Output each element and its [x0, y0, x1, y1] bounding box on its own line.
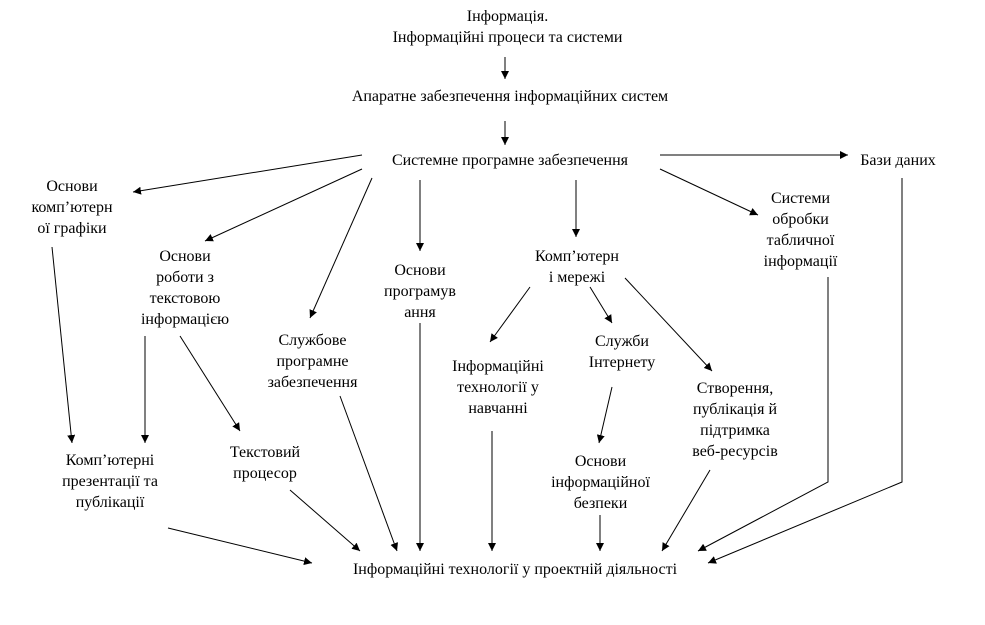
- edge-databases-to-project-it: [707, 178, 903, 564]
- node-text-line: програмув: [384, 283, 456, 300]
- node-presentations: Комп’ютерні презентації та публікації: [35, 450, 185, 513]
- node-web-resources: Створення, публікація й підтримка веб-ре…: [660, 378, 810, 462]
- node-text-line: текстовою: [149, 290, 221, 307]
- edge-utility-software-to-project-it: [339, 395, 398, 552]
- node-text-line: Апаратне забезпечення інформаційних сист…: [351, 88, 669, 105]
- node-text-processor: Текстовий процесор: [205, 442, 325, 484]
- node-computer-graphics: Основи комп’ютерн ої графіки: [12, 176, 132, 239]
- node-text-line: табличної: [766, 232, 835, 249]
- node-text-line: Інформаційні технології у проектній діял…: [352, 561, 678, 578]
- edge-system-software-to-computer-graphics: [132, 154, 363, 195]
- edge-presentations-to-project-it: [167, 527, 313, 565]
- node-text-line: Інформаційні процеси та системи: [392, 29, 623, 46]
- node-text-line: публікації: [75, 494, 145, 511]
- edge-text-processor-to-project-it: [289, 489, 361, 552]
- edge-system-software-to-utility-software: [309, 177, 373, 319]
- node-text-line: забезпечення: [267, 374, 358, 391]
- node-text-line: інформації: [763, 253, 838, 270]
- node-text-line: ої графіки: [37, 220, 107, 237]
- node-text-line: роботи з: [156, 269, 214, 286]
- node-system-software: Системне програмне забезпечення: [355, 150, 665, 171]
- node-text-line: Інформація.: [466, 8, 549, 25]
- node-text-line: Інтернету: [588, 354, 656, 371]
- node-programming: Основи програмув ання: [360, 260, 480, 323]
- node-it-learning: Інформаційні технології у навчанні: [428, 356, 568, 419]
- edge-spreadsheets-to-project-it: [697, 277, 829, 552]
- node-text-line: публікація й: [692, 401, 778, 418]
- edge-networks-to-it-learning: [489, 286, 531, 343]
- node-text-info: Основи роботи з текстовою інформацією: [120, 246, 250, 330]
- node-text-line: і мережі: [548, 269, 606, 286]
- node-text-line: Системи: [770, 190, 831, 207]
- node-text-line: підтримка: [700, 422, 770, 439]
- node-spreadsheets: Системи обробки табличної інформації: [738, 188, 863, 272]
- edge-networks-to-web-resources: [624, 277, 713, 372]
- node-text-line: інформаційної: [551, 474, 650, 491]
- node-internet-services: Служби Інтернету: [562, 331, 682, 373]
- node-informatics: Інформація. Інформаційні процеси та сист…: [355, 6, 660, 48]
- node-text-line: Комп’ютерн: [535, 248, 619, 265]
- node-databases: Бази даних: [848, 150, 948, 171]
- node-text-line: Основи: [574, 453, 627, 470]
- node-text-line: процесор: [233, 465, 297, 482]
- node-text-line: Службове: [278, 332, 347, 349]
- edge-web-resources-to-project-it: [661, 469, 711, 552]
- node-hardware: Апаратне забезпечення інформаційних сист…: [305, 86, 715, 107]
- node-text-line: Основи: [394, 262, 446, 279]
- node-text-line: інформацією: [140, 311, 230, 328]
- node-text-line: Текстовий: [229, 444, 301, 461]
- node-text-line: обробки: [772, 211, 829, 228]
- node-text-line: програмне: [276, 353, 349, 370]
- node-info-security: Основи інформаційної безпеки: [528, 451, 673, 514]
- node-text-line: навчанні: [468, 400, 528, 417]
- edge-system-software-to-spreadsheets: [659, 168, 759, 216]
- node-text-line: ання: [404, 304, 436, 321]
- edge-networks-to-internet-services: [589, 286, 613, 324]
- node-text-line: технології у: [457, 379, 539, 396]
- node-text-line: Створення,: [696, 380, 774, 397]
- node-project-it: Інформаційні технології у проектній діял…: [300, 559, 730, 580]
- edge-internet-services-to-info-security: [596, 386, 613, 444]
- node-text-line: Служби: [595, 333, 649, 350]
- node-text-line: комп’ютерн: [31, 199, 113, 216]
- node-text-line: безпеки: [573, 495, 628, 512]
- node-text-line: Системне програмне забезпечення: [391, 152, 629, 169]
- node-text-line: веб-ресурсів: [692, 443, 778, 460]
- node-text-line: Комп’ютерні: [65, 452, 155, 469]
- node-text-line: Основи: [159, 248, 211, 265]
- node-utility-software: Службове програмне забезпечення: [245, 330, 380, 393]
- edge-computer-graphics-to-presentations: [51, 246, 76, 444]
- edge-system-software-to-text-info: [204, 168, 363, 242]
- edge-text-info-to-text-processor: [179, 335, 241, 432]
- node-networks: Комп’ютерн і мережі: [512, 246, 642, 288]
- node-text-line: Основи: [46, 178, 98, 195]
- node-text-line: Бази даних: [860, 152, 936, 169]
- node-text-line: Інформаційні: [452, 358, 544, 375]
- node-text-line: презентації та: [62, 473, 158, 490]
